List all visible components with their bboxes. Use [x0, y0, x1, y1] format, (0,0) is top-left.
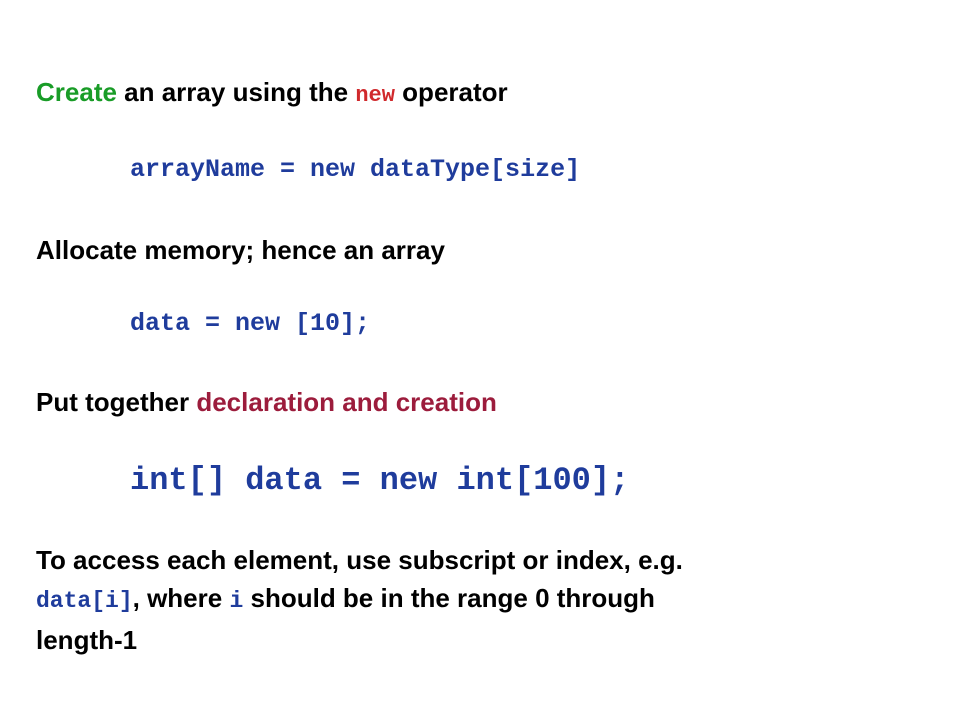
create-text-b: operator — [394, 77, 508, 107]
declaration-creation-code: int[] data = new int[100]; — [130, 462, 630, 499]
where-text: , where — [132, 583, 230, 613]
create-text-a: an array using the — [116, 77, 356, 107]
allocate-example-code: data = new [10]; — [130, 309, 371, 338]
range-text: should be in the range 0 through — [243, 583, 655, 613]
declaration-creation-line: Put together declaration and creation — [36, 386, 497, 418]
access-element-line-1: To access each element, use subscript or… — [36, 545, 683, 575]
data-index-code: data[i] — [36, 588, 133, 614]
access-element-line-2: data[i], where i should be in the range … — [36, 582, 655, 617]
create-array-line: Create an array using the new operator — [36, 76, 508, 112]
index-variable-code: i — [229, 588, 244, 614]
access-element-line-3: length-1 — [36, 625, 138, 655]
create-word: Create — [36, 77, 117, 107]
declaration-creation-highlight: declaration and creation — [196, 387, 497, 417]
put-together-text: Put together — [36, 387, 197, 417]
allocate-memory-line: Allocate memory; hence an array — [36, 235, 445, 265]
new-keyword: new — [355, 83, 395, 108]
array-syntax-code: arrayName = new dataType[size] — [130, 155, 581, 184]
